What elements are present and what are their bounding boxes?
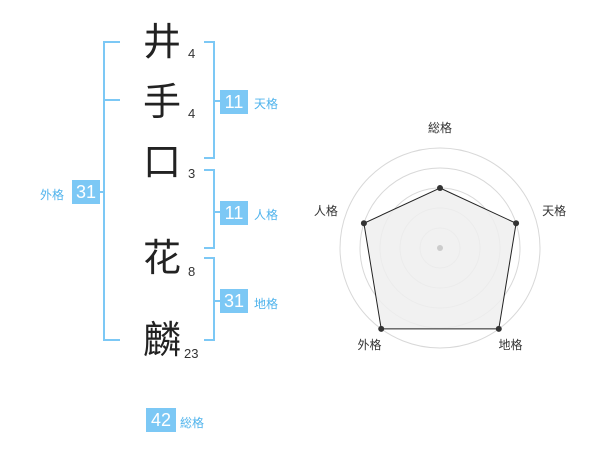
tenkaku-value: 11	[220, 90, 248, 114]
radar-point-3	[378, 325, 385, 332]
tenkaku-bracket	[204, 41, 220, 159]
jinkaku-label: 人格	[254, 208, 279, 222]
stroke-count-5: 23	[184, 346, 199, 361]
radar-axis-label-2: 地格	[499, 337, 523, 352]
stroke-count-4: 8	[188, 264, 196, 279]
soukaku-label: 総格	[180, 416, 205, 430]
jinkaku-bracket	[204, 169, 220, 249]
tenkaku-label: 天格	[254, 97, 279, 111]
gaikaku-value: 31	[72, 180, 100, 204]
stroke-count-2: 4	[188, 106, 196, 121]
soukaku-value: 42	[146, 408, 176, 432]
radar-point-4	[360, 220, 367, 227]
name-char-2: 手	[142, 80, 181, 124]
chikaku-value: 31	[220, 289, 248, 313]
name-char-5: 麟	[142, 318, 181, 362]
radar-axis-label-0: 総格	[428, 120, 452, 135]
radar-axis-label-4: 人格	[314, 203, 338, 218]
stroke-count-1: 4	[188, 46, 196, 61]
radar-center-dot	[437, 245, 443, 251]
radar-ring-5	[339, 147, 541, 349]
name-char-4: 花	[142, 236, 181, 280]
radar-axis-label-1: 天格	[542, 203, 566, 218]
chikaku-label: 地格	[254, 297, 279, 311]
radar-point-0	[437, 185, 443, 191]
chikaku-bracket	[204, 257, 220, 341]
gaikaku-label: 外格	[40, 188, 65, 202]
jinkaku-value: 11	[220, 201, 248, 225]
radar-point-1	[513, 220, 520, 227]
stroke-count-3: 3	[188, 166, 196, 181]
name-char-1: 井	[142, 20, 181, 64]
radar-axis-label-3: 外格	[357, 337, 381, 352]
radar-data-polygon	[363, 187, 517, 330]
name-char-3: 口	[142, 140, 181, 184]
radar-points	[360, 185, 520, 332]
radar-point-2	[495, 325, 502, 332]
